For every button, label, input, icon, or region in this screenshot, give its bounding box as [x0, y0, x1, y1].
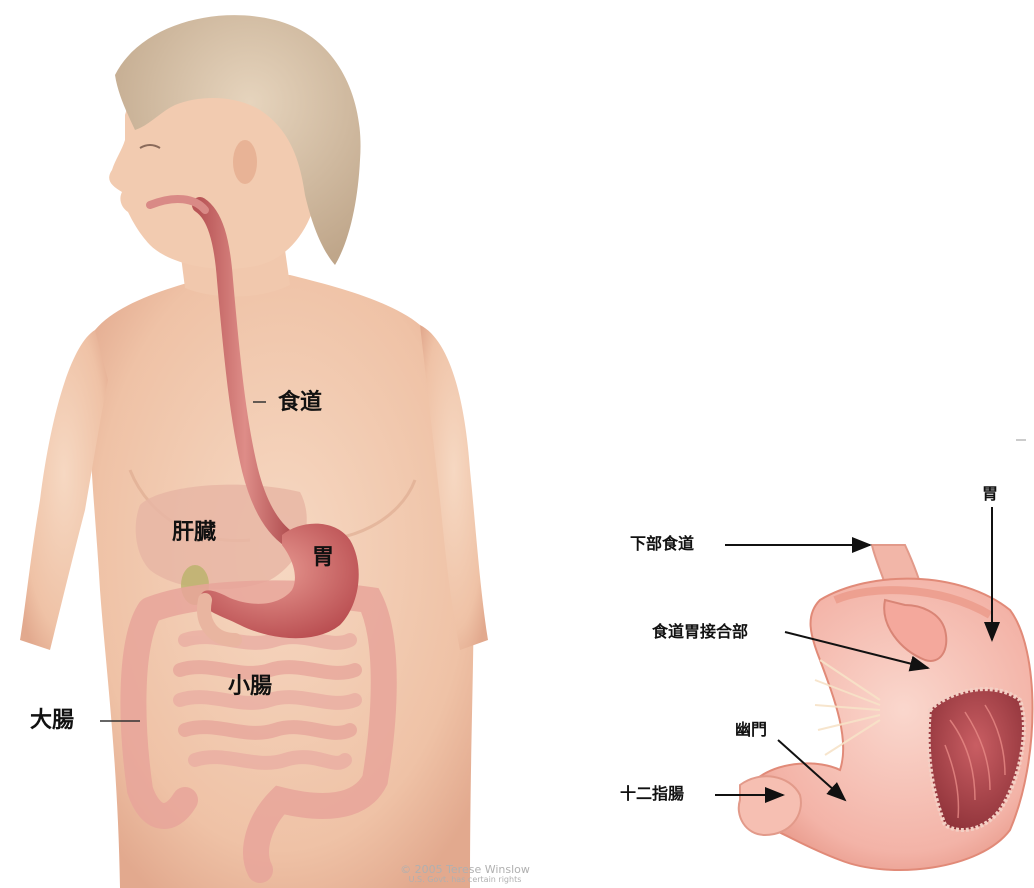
duodenum-tube	[739, 776, 801, 835]
label-liver: 肝臓	[172, 522, 216, 544]
label-stomach-detail: 胃	[982, 486, 998, 502]
stomach-detail-figure	[715, 440, 1033, 870]
label-pylorus: 幽門	[735, 722, 767, 738]
ear	[233, 140, 257, 184]
credit-line-2: U.S. Govt. has certain rights	[380, 876, 550, 885]
label-small-intestine: 小腸	[228, 676, 272, 698]
label-large-intestine: 大腸	[30, 710, 74, 732]
copyright-credit: © 2005 Terese Winslow U.S. Govt. has cer…	[380, 864, 550, 885]
label-lower-esophagus: 下部食道	[630, 536, 694, 552]
body-figure	[20, 15, 488, 888]
label-stomach: 胃	[312, 547, 334, 569]
label-ge-junction: 食道胃接合部	[652, 624, 748, 640]
label-esophagus: 食道	[278, 392, 322, 414]
label-duodenum: 十二指腸	[620, 786, 684, 802]
